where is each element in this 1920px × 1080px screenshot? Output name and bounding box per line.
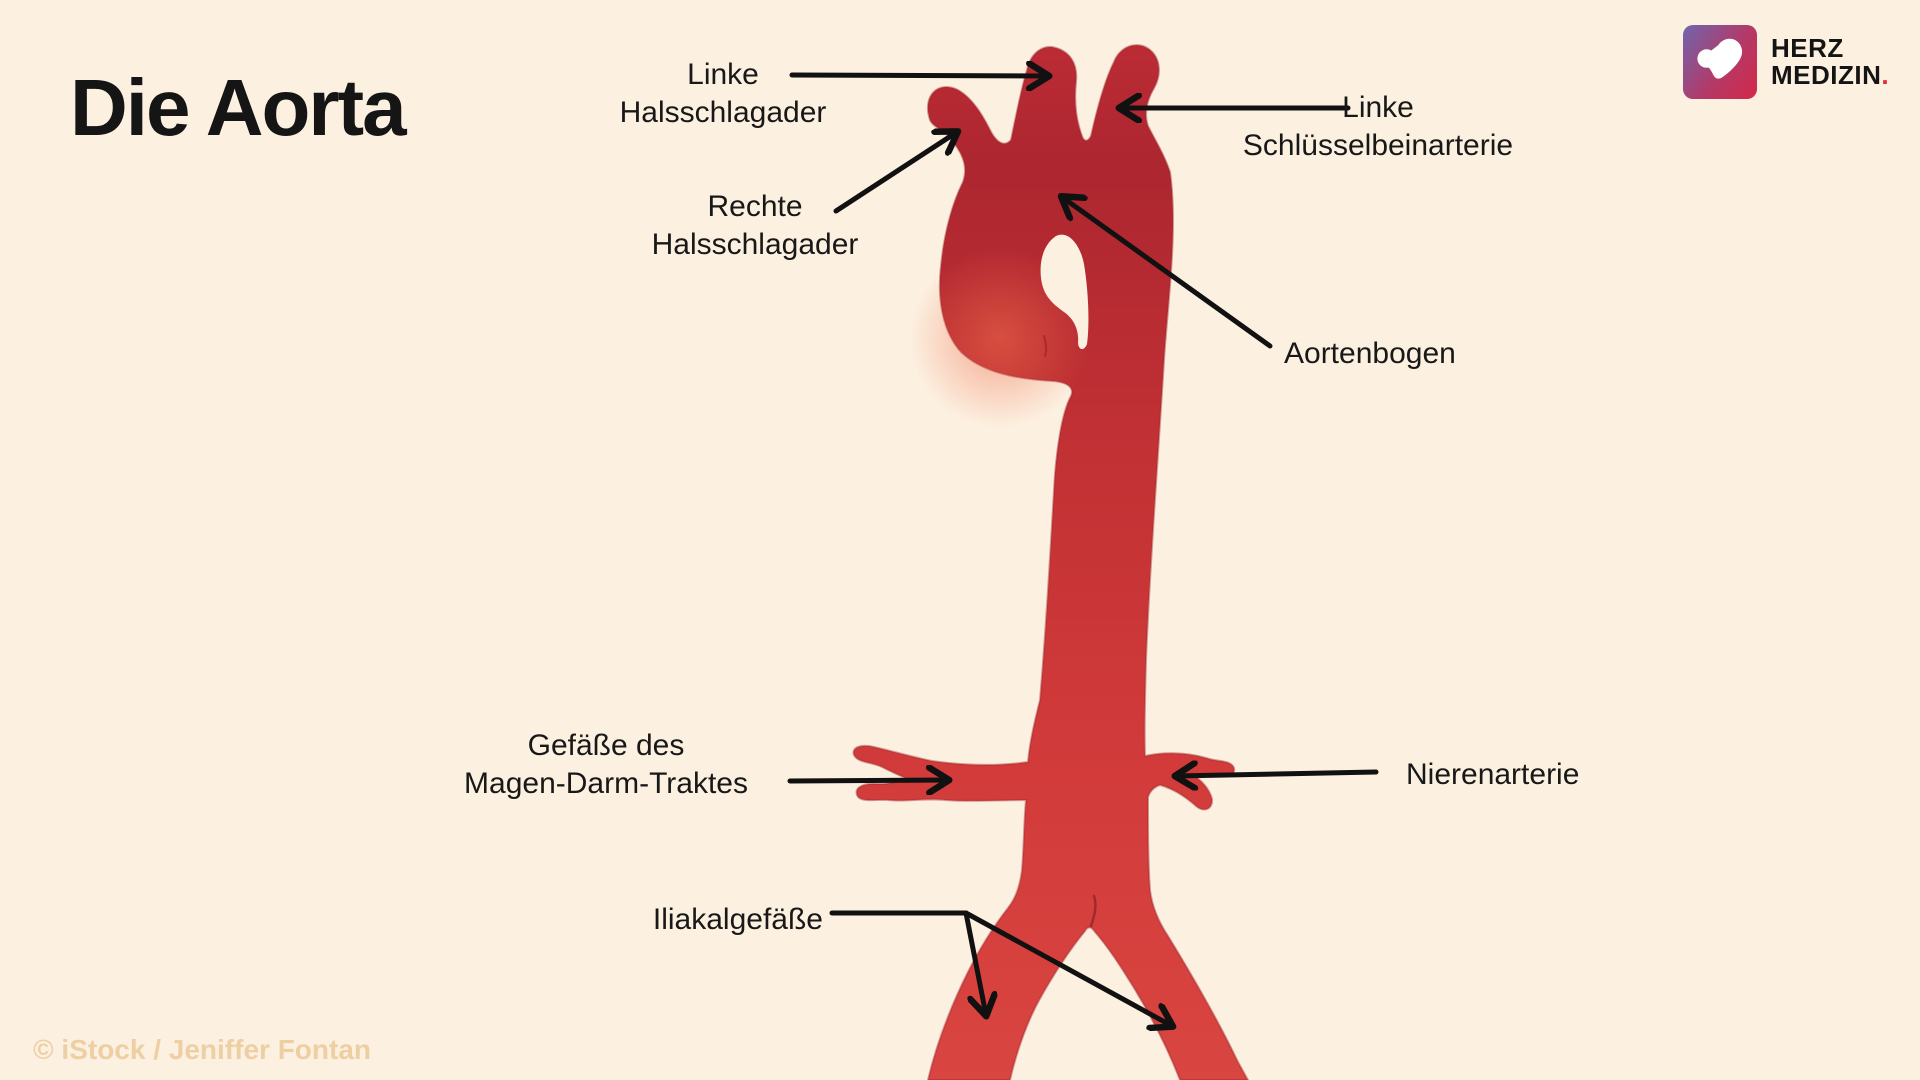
heart-icon bbox=[1697, 38, 1743, 79]
credit-text: © iStock / Jeniffer Fontan bbox=[33, 1034, 372, 1065]
branch-gap bbox=[1076, 53, 1090, 137]
page-title: Die Aorta bbox=[70, 63, 407, 152]
herzmedizin-logo: HERZ MEDIZIN. bbox=[1683, 25, 1889, 99]
logo-gradient-tile bbox=[1683, 25, 1757, 99]
logo-line2: MEDIZIN bbox=[1771, 60, 1882, 90]
logo-dot: . bbox=[1881, 60, 1890, 90]
label-nierenarterie: Nierenarterie bbox=[1406, 758, 1580, 791]
arrow-iliakal-right bbox=[963, 910, 1172, 1026]
aortic-arch-notch bbox=[1040, 234, 1089, 350]
logo-line2-wrap: MEDIZIN. bbox=[1771, 62, 1889, 89]
bifurcation-crease bbox=[1089, 894, 1097, 928]
arrow-gefaesse-magen-darm bbox=[787, 780, 948, 781]
label-aortenbogen: Aortenbogen bbox=[1284, 337, 1456, 370]
label-gefaesse-magen-darm: Gefäße des Magen-Darm-Traktes bbox=[464, 729, 748, 800]
logo-line1: HERZ bbox=[1771, 33, 1844, 63]
arrow-iliakal-left bbox=[963, 910, 986, 1015]
label-linke-schluesselbeinarterie: Linke Schlüsselbeinarterie bbox=[1242, 91, 1514, 162]
bulb-crease bbox=[1043, 335, 1048, 357]
aorta-root-highlight bbox=[910, 248, 1090, 428]
arrow-nierenarterie bbox=[1176, 772, 1379, 776]
label-linke-halsschlagader: Linke Halsschlagader bbox=[619, 58, 827, 129]
arrow-aortenbogen bbox=[1062, 197, 1273, 349]
label-rechte-halsschlagader: Rechte Halsschlagader bbox=[651, 190, 859, 261]
label-iliakalgefaesse: Iliakalgefäße bbox=[652, 903, 823, 936]
arrow-rechte-halsschlagader bbox=[833, 132, 957, 214]
arrow-linke-halsschlagader bbox=[789, 75, 1048, 76]
logo-wordmark: HERZ MEDIZIN. bbox=[1771, 35, 1889, 89]
aorta-vessel bbox=[852, 44, 1250, 1080]
